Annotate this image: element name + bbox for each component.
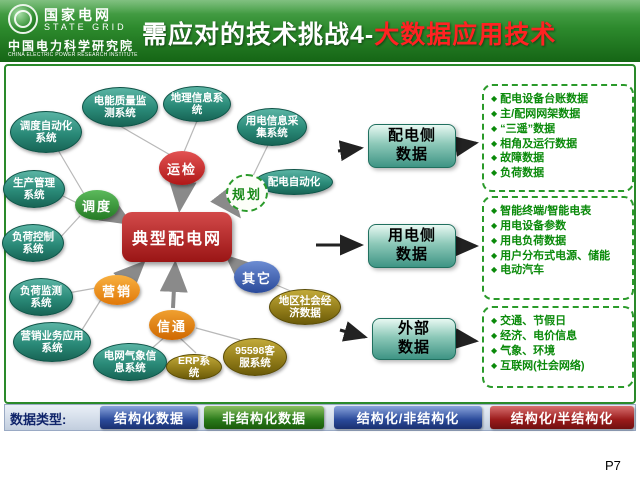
- satellite-load-monitoring: 负荷监测系统: [9, 278, 73, 316]
- bullet-icon: ◆: [491, 138, 498, 148]
- satellite-load-control: 负荷控制系统: [2, 224, 64, 262]
- list-distribution-data: ◆配电设备台账数据 ◆主/配网网架数据 ◆“三遥”数据 ◆相角及运行数据 ◆故障…: [482, 84, 634, 192]
- list-item-text: 用电负荷数据: [500, 234, 567, 247]
- bullet-icon: ◆: [491, 206, 498, 215]
- satellite-95598-service: 95598客服系统: [223, 338, 287, 376]
- list-item: ◆气象、环境: [491, 344, 628, 359]
- list-item-text: 用电设备参数: [500, 219, 567, 232]
- institute-name-cn: 中国电力科学研究院: [8, 39, 135, 53]
- list-item-text: 气象、环境: [500, 344, 556, 357]
- list-item: ◆用电设备参数: [491, 219, 628, 234]
- org-name-en: STATE GRID: [44, 22, 127, 32]
- type-unstructured: 非结构化数据: [204, 406, 324, 429]
- list-item: ◆“三遥”数据: [491, 122, 628, 137]
- bullet-icon: ◆: [491, 250, 498, 260]
- bullet-icon: ◆: [491, 123, 498, 133]
- type-structured: 结构化数据: [100, 406, 198, 429]
- title-highlight: 大数据应用技术: [374, 21, 557, 49]
- list-item: ◆配电设备台账数据: [491, 92, 628, 107]
- title-main: 需应对的技术挑战4-: [142, 21, 375, 49]
- list-item-text: 用户分布式电源、储能: [500, 249, 611, 262]
- bullet-icon: ◆: [491, 94, 498, 103]
- list-item: ◆故障数据: [491, 151, 628, 166]
- list-item-text: 经济、电价信息: [500, 329, 578, 342]
- list-external-data: ◆交通、节假日 ◆经济、电价信息 ◆气象、环境 ◆互联网(社会网络): [482, 306, 634, 388]
- satellite-electricity-collection: 用电信息采集系统: [237, 108, 307, 146]
- center-node: 典型配电网: [122, 212, 232, 262]
- satellite-dispatch-automation: 调度自动化系统: [10, 111, 82, 153]
- list-item: ◆相角及运行数据: [491, 137, 628, 152]
- bullet-icon: ◆: [491, 235, 498, 245]
- list-item-text: 智能终端/智能电表: [500, 205, 592, 217]
- hub-dispatch: 调度: [75, 190, 119, 220]
- org-name-cn: 国家电网: [44, 7, 112, 23]
- satellite-regional-economy: 地区社会经济数据: [269, 289, 341, 325]
- list-item-text: 配电设备台账数据: [500, 93, 589, 105]
- list-item-text: 主/配网网架数据: [500, 107, 581, 120]
- list-item: ◆电动汽车: [491, 263, 628, 278]
- bullet-icon: ◆: [491, 265, 498, 275]
- list-item: ◆经济、电价信息: [491, 329, 628, 344]
- state-grid-emblem-icon: [8, 4, 38, 34]
- group-label-line: 外部: [397, 320, 430, 338]
- hub-maintenance: 运检: [159, 151, 205, 185]
- group-label-line: 数据: [395, 146, 428, 163]
- bullet-icon: ◆: [491, 153, 498, 163]
- bullet-icon: ◆: [491, 360, 498, 370]
- group-box-distribution: 配电侧 数据: [368, 124, 456, 168]
- bullet-icon: ◆: [491, 330, 498, 340]
- satellite-production-management: 生产管理系统: [3, 170, 65, 208]
- type-structured-semi: 结构化/半结构化: [490, 406, 634, 429]
- list-item-text: “三遥”数据: [500, 122, 556, 135]
- bullet-icon: ◆: [491, 168, 498, 178]
- group-box-consumption: 用电侧 数据: [368, 224, 456, 268]
- hub-telecom: 信通: [149, 310, 195, 340]
- list-item-text: 交通、节假日: [500, 315, 567, 327]
- satellite-erp: ERP系统: [166, 354, 222, 380]
- list-item-text: 负荷数据: [500, 167, 545, 180]
- group-box-external: 外部 数据: [372, 318, 456, 360]
- hub-planning: 规划: [226, 174, 268, 212]
- satellite-grid-weather: 电网气象信息系统: [93, 343, 167, 381]
- list-item: ◆用户分布式电源、储能: [491, 249, 628, 264]
- group-label-line: 配电侧: [387, 127, 436, 145]
- bullet-icon: ◆: [491, 345, 498, 355]
- bullet-icon: ◆: [491, 316, 498, 325]
- slide-title: 需应对的技术挑战4-大数据应用技术: [142, 15, 556, 51]
- satellite-power-quality: 电能质量监测系统: [82, 87, 158, 127]
- hub-other: 其它: [234, 261, 280, 293]
- group-label-line: 用电侧: [387, 227, 436, 245]
- list-item-text: 互联网(社会网络): [500, 359, 585, 372]
- list-item-text: 故障数据: [500, 152, 545, 165]
- type-structured-unstructured: 结构化/非结构化: [334, 406, 482, 429]
- list-item-text: 电动汽车: [500, 264, 545, 277]
- satellite-gis: 地理信息系统: [163, 86, 231, 122]
- bullet-icon: ◆: [491, 108, 498, 118]
- state-grid-logo: 国家电网 STATE GRID 中国电力科学研究院 CHINA ELECTRIC…: [6, 3, 140, 59]
- page-number: P7: [605, 458, 621, 473]
- institute-name-en: CHINA ELECTRIC POWER RESEARCH INSTITUTE: [8, 52, 138, 58]
- bullet-icon: ◆: [491, 220, 498, 230]
- list-item: ◆互联网(社会网络): [491, 359, 628, 374]
- group-label-line: 数据: [395, 246, 428, 263]
- list-consumption-data: ◆智能终端/智能电表 ◆用电设备参数 ◆用电负荷数据 ◆用户分布式电源、储能 ◆…: [482, 196, 634, 300]
- list-item: ◆智能终端/智能电表: [491, 204, 628, 219]
- list-item-text: 相角及运行数据: [500, 137, 578, 150]
- satellite-marketing-business: 营销业务应用系统: [13, 322, 91, 362]
- hub-marketing: 营销: [94, 275, 140, 305]
- list-item: ◆负荷数据: [491, 166, 628, 181]
- list-item: ◆交通、节假日: [491, 314, 628, 329]
- header-bar: 国家电网 STATE GRID 中国电力科学研究院 CHINA ELECTRIC…: [0, 0, 640, 62]
- list-item: ◆主/配网网架数据: [491, 107, 628, 122]
- group-label-line: 数据: [397, 339, 430, 356]
- list-item: ◆用电负荷数据: [491, 234, 628, 249]
- data-type-label: 数据类型:: [10, 412, 67, 427]
